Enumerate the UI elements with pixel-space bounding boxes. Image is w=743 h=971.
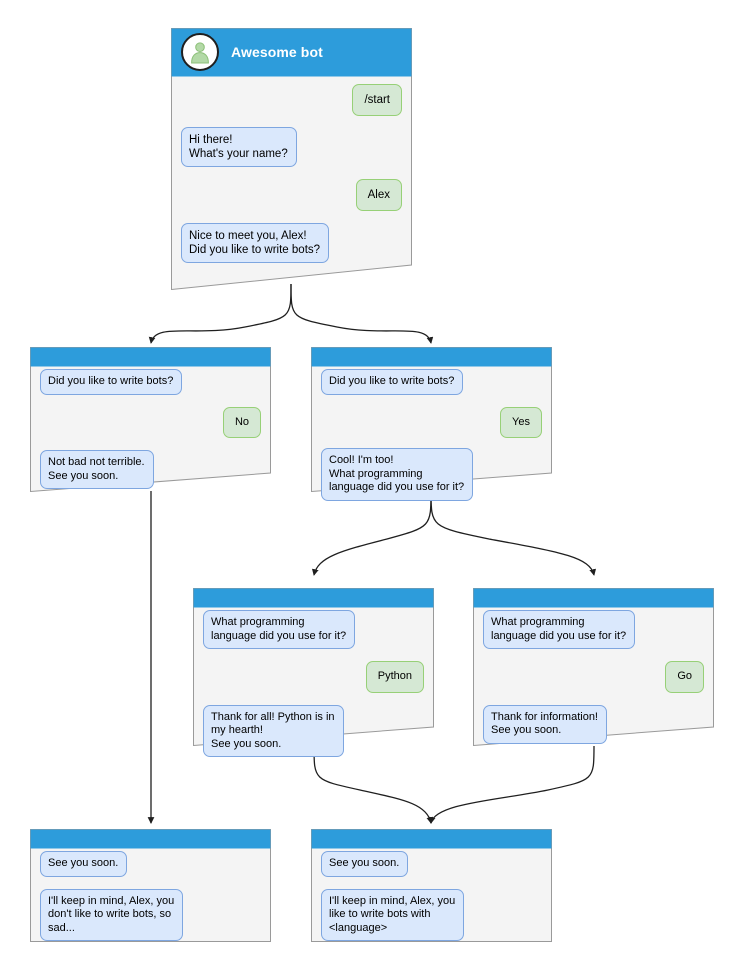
card-python-branch[interactable]: What programming language did you use fo… (193, 588, 434, 757)
card-root-conversation[interactable]: Awesome bot /start Hi there! What's your… (171, 28, 412, 290)
card-python-branch-messages: What programming language did you use fo… (193, 607, 434, 757)
bot-message-bubble: Did you like to write bots? (40, 369, 183, 395)
message-row: Hi there! What's your name? (181, 127, 402, 167)
message-row: Did you like to write bots? (321, 369, 542, 395)
card-root-messages: /start Hi there! What's your name? Alex … (171, 76, 412, 290)
message-row: Python (203, 661, 424, 693)
card-yes-branch-header (311, 347, 552, 366)
card-end-no-header (30, 829, 271, 848)
bot-message-bubble: Did you like to write bots? (321, 369, 464, 395)
card-end-no-messages: See you soon. I'll keep in mind, Alex, y… (30, 848, 271, 942)
card-go-branch-header (473, 588, 714, 607)
card-root-header: Awesome bot (171, 28, 412, 76)
card-no-branch-messages: Did you like to write bots? No Not bad n… (30, 366, 271, 492)
bot-message-bubble: See you soon. (321, 851, 409, 877)
bot-message-bubble: See you soon. (40, 851, 128, 877)
person-avatar-icon (181, 33, 219, 71)
message-row: What programming language did you use fo… (483, 610, 704, 649)
message-row: Did you like to write bots? (40, 369, 261, 395)
message-row: What programming language did you use fo… (203, 610, 424, 649)
edge-python-to-end-yes (313, 745, 434, 824)
user-message-bubble: /start (352, 84, 402, 116)
card-no-branch-header (30, 347, 271, 366)
bot-message-bubble: Not bad not terrible. See you soon. (40, 450, 154, 489)
message-row: Not bad not terrible. See you soon. (40, 450, 261, 489)
card-end-yes[interactable]: See you soon. I'll keep in mind, Alex, y… (311, 829, 552, 942)
message-row: /start (181, 84, 402, 116)
message-row: No (40, 406, 261, 438)
message-row: Alex (181, 179, 402, 211)
bot-title: Awesome bot (231, 44, 323, 60)
card-no-branch[interactable]: Did you like to write bots? No Not bad n… (30, 347, 271, 492)
card-yes-branch-messages: Did you like to write bots? Yes Cool! I'… (311, 366, 552, 501)
message-row: Thank for information! See you soon. (483, 704, 704, 744)
user-message-bubble: Alex (355, 179, 402, 211)
card-yes-branch[interactable]: Did you like to write bots? Yes Cool! I'… (311, 347, 552, 501)
bot-message-bubble: Hi there! What's your name? (181, 127, 297, 167)
edge-root-to-no (148, 283, 292, 344)
bot-message-bubble: Nice to meet you, Alex! Did you like to … (181, 223, 330, 263)
card-go-branch[interactable]: What programming language did you use fo… (473, 588, 714, 746)
card-end-no[interactable]: See you soon. I'll keep in mind, Alex, y… (30, 829, 271, 942)
message-row: Go (483, 661, 704, 693)
edge-root-to-yes (290, 283, 434, 344)
message-row: See you soon. (321, 851, 542, 877)
message-row: Thank for all! Python is in my hearth! S… (203, 704, 424, 757)
card-go-branch-messages: What programming language did you use fo… (473, 607, 714, 746)
message-row: Cool! I'm too! What programming language… (321, 448, 542, 501)
edge-yes-to-go (430, 490, 597, 576)
bot-message-bubble: Cool! I'm too! What programming language… (321, 448, 474, 501)
card-python-branch-header (193, 588, 434, 607)
bot-message-bubble: What programming language did you use fo… (483, 610, 636, 649)
user-message-bubble: Yes (500, 406, 542, 438)
card-end-yes-messages: See you soon. I'll keep in mind, Alex, y… (311, 848, 552, 942)
message-row: I'll keep in mind, Alex, you don't like … (40, 888, 261, 941)
bot-message-bubble: What programming language did you use fo… (203, 610, 356, 649)
user-message-bubble: Go (665, 661, 704, 693)
edge-go-to-end-yes (428, 745, 595, 824)
message-row: See you soon. (40, 851, 261, 877)
message-row: I'll keep in mind, Alex, you like to wri… (321, 888, 542, 941)
message-row: Yes (321, 406, 542, 438)
user-message-bubble: Python (365, 661, 424, 693)
card-end-yes-header (311, 829, 552, 848)
user-message-bubble: No (222, 406, 261, 438)
bot-message-bubble: I'll keep in mind, Alex, you like to wri… (321, 888, 465, 941)
bot-message-bubble: Thank for all! Python is in my hearth! S… (203, 704, 344, 757)
bot-message-bubble: Thank for information! See you soon. (483, 704, 607, 744)
message-row: Nice to meet you, Alex! Did you like to … (181, 223, 402, 263)
bot-message-bubble: I'll keep in mind, Alex, you don't like … (40, 888, 184, 941)
edge-yes-to-python (311, 490, 432, 576)
